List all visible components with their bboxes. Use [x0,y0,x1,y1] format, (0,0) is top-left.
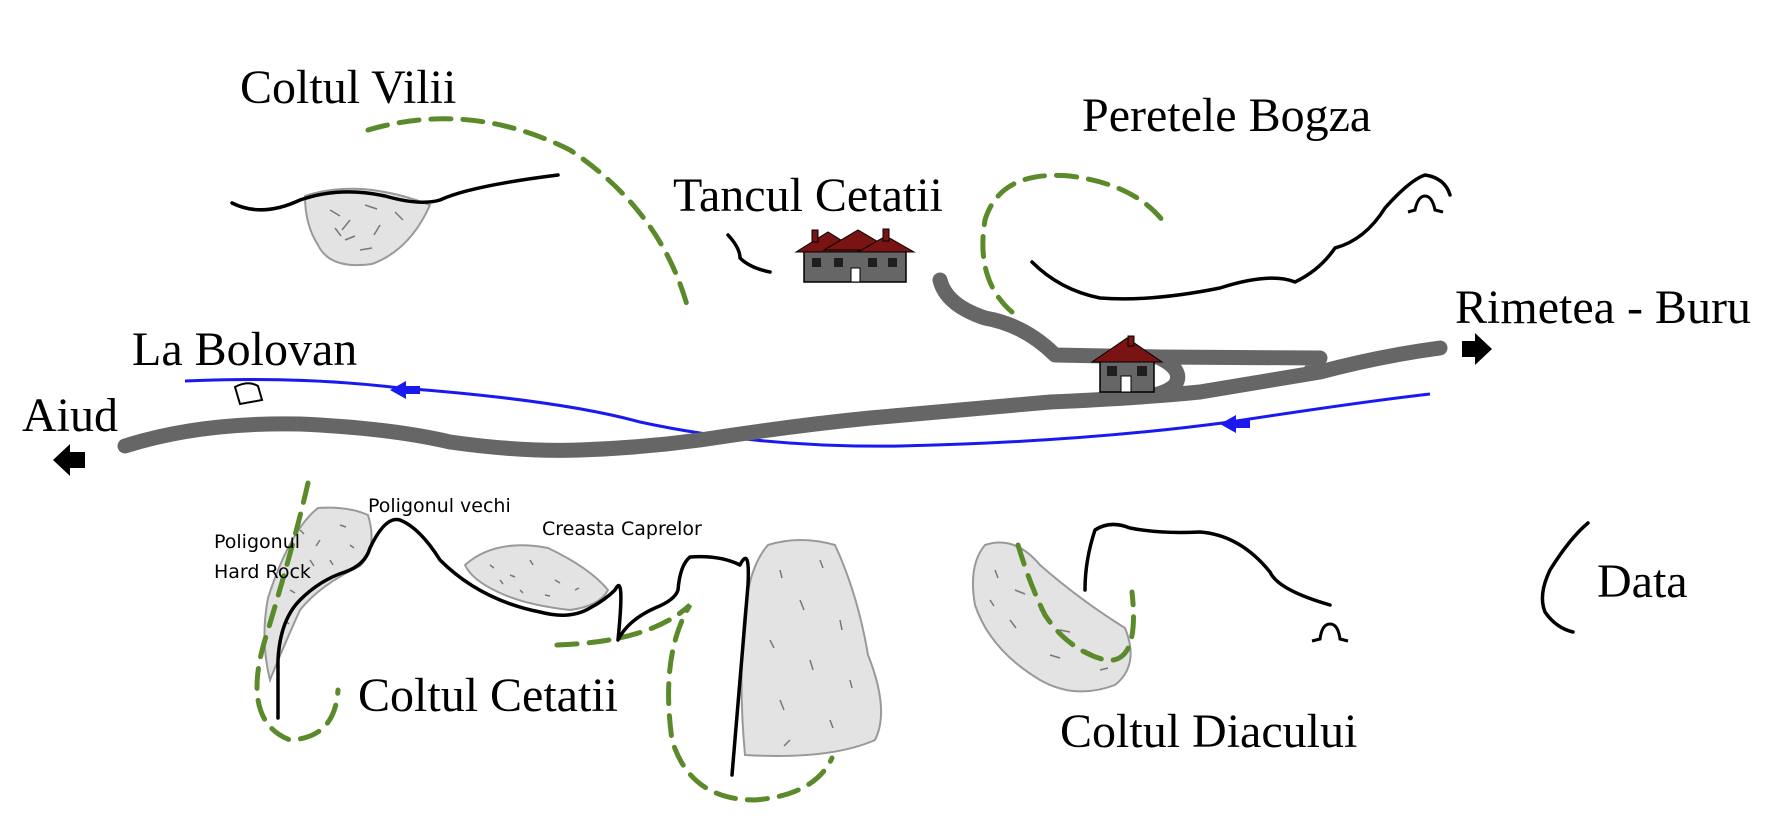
label-poligonul-hard-rock-line2: Hard Rock [214,561,311,583]
house-icon [794,228,916,283]
cave-icon [1407,194,1444,214]
main-road [117,340,1448,458]
road-loop [1132,349,1186,405]
boulder-area-coltul-diacului [972,541,1132,693]
cliff-coltul-diacului [1083,522,1332,607]
label-coltul-vilii: Coltul Vilii [240,61,457,114]
trail-peretele-bogza [980,172,1171,315]
river-flow-arrow-left-icon [1220,415,1250,433]
trail-coltul-diacului [1015,542,1136,663]
label-poligonul-vechi: Poligonul vechi [368,495,511,517]
label-coltul-cetatii: Coltul Cetatii [358,669,618,722]
boulder-area-coltul-vilii [303,187,432,267]
boulder-area-coltul-cetatii [740,539,883,757]
cliff-poligonul-hard-rock [276,517,751,777]
trail-coltul-cetatii [554,603,835,803]
arrow-right-icon [1462,333,1492,365]
label-peretele-bogza: Peretele Bogza [1082,89,1372,142]
cliff-data [1540,521,1590,634]
label-tancul-cetatii: Tancul Cetatii [673,169,943,222]
road-branch-tancul-cetatii [932,272,1328,380]
cave-icon [1311,622,1349,643]
trail-coltul-vilii [365,116,690,308]
river-flow-arrow-left-icon [390,381,420,399]
label-data: Data [1597,555,1688,608]
cliff-coltul-vilii [230,173,560,212]
cliff-tancul-cetatii [726,233,772,274]
label-rimetea-buru: Rimetea - Buru [1455,281,1751,334]
label-coltul-diacului: Coltul Diacului [1060,705,1358,758]
boulder-la-bolovan [233,382,264,406]
label-la-bolovan: La Bolovan [132,323,358,376]
house-icon [1090,335,1164,393]
label-aiud: Aiud [22,389,118,442]
label-poligonul-hard-rock-line1: Poligonul [214,531,301,553]
boulder-area-creasta-caprelor [463,544,610,612]
arrow-left-icon [53,444,85,476]
cliff-peretele-bogza [1030,173,1452,301]
label-creasta-caprelor: Creasta Caprelor [542,518,702,540]
trail-hard-rock [254,480,341,743]
